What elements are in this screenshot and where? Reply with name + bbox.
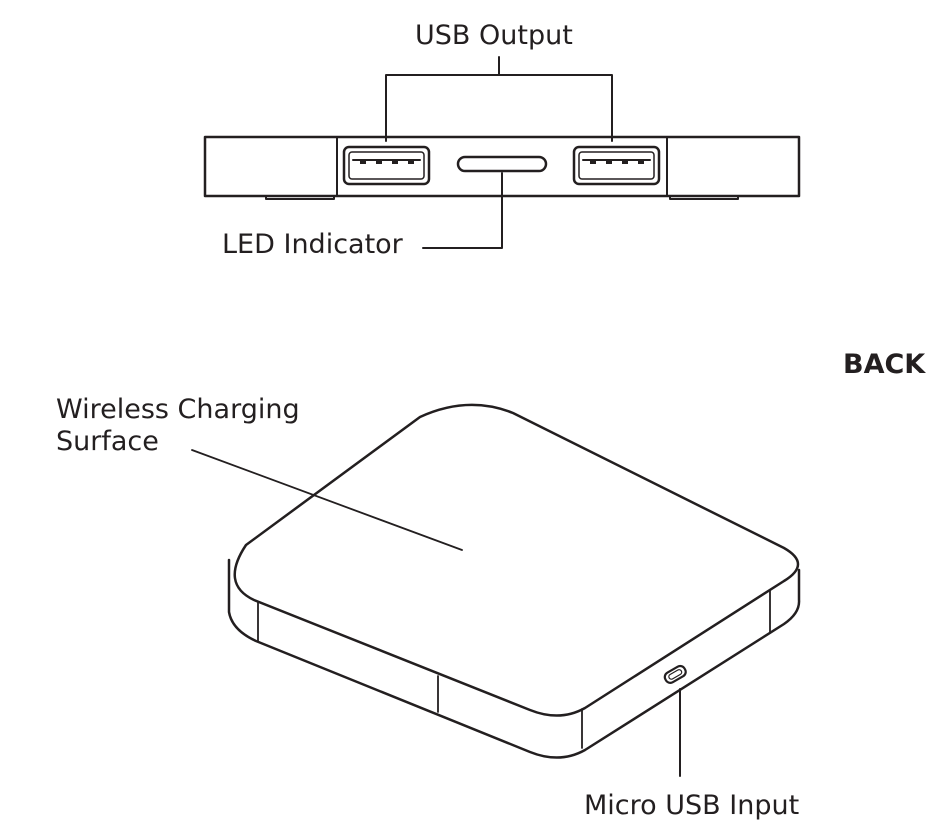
- micro-usb-input-label: Micro USB Input: [584, 790, 800, 821]
- foot-right: [669, 195, 739, 200]
- wireless-charging-pad: [227, 403, 801, 759]
- micro-usb-port: [663, 664, 687, 684]
- wireless-label-line2: Surface: [56, 426, 159, 457]
- wireless-label-line1: Wireless Charging: [56, 394, 300, 425]
- led-indicator-label: LED Indicator: [222, 229, 403, 260]
- usb-output-leader: [385, 56, 613, 142]
- led-indicator-leader: [422, 172, 503, 249]
- micro-usb-port-inner: [668, 669, 683, 680]
- usb-output-label: USB Output: [415, 20, 573, 51]
- wireless-charging-surface-label: Wireless Charging Surface: [56, 394, 300, 458]
- foot-left: [265, 195, 335, 200]
- led-indicator-slot: [456, 155, 548, 173]
- usb-port-right: [572, 145, 661, 186]
- pad-bottom-edge: [227, 558, 801, 759]
- charging-surface: [233, 403, 800, 717]
- back-view-label: BACK: [843, 349, 926, 380]
- usb-port-left: [342, 145, 431, 186]
- wireless-surface-leader: [191, 449, 463, 551]
